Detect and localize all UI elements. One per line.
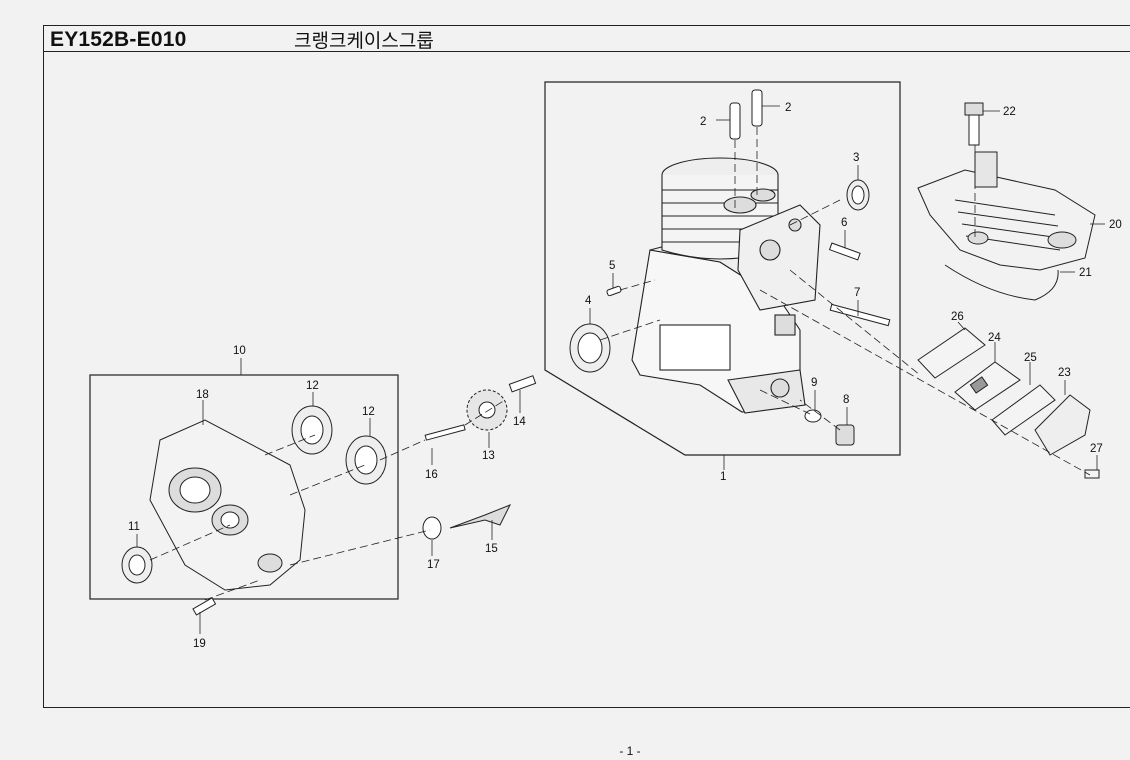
leader-lines [136,105,1105,634]
washer-17 [422,516,442,540]
callout-15: 15 [485,543,498,555]
reed-valve-24 [954,361,1021,411]
dowel-pin-left [729,102,741,140]
stud-7 [829,303,891,327]
group-code: EY152B-E010 [50,28,187,51]
washer-9 [804,409,822,423]
callout-23: 23 [1058,367,1071,379]
callout-7: 7 [854,287,860,299]
drain-plug-8 [835,424,855,446]
callout-21: 21 [1079,267,1092,279]
governor-lever-15 [449,504,512,529]
screw-27 [1084,469,1100,479]
head-cover-assembly [917,102,1096,301]
crankcase-group-box [544,81,901,456]
callout-20: 20 [1109,219,1122,231]
callout-2a: 2 [700,116,706,128]
group-title: 크랭크케이스그룹 [294,30,434,52]
callout-6: 6 [841,217,847,229]
callout-9: 9 [811,377,817,389]
shaft-14 [508,375,537,393]
callout-10: 10 [233,345,246,357]
plate-25 [991,384,1056,436]
callout-4: 4 [585,295,592,307]
assembly-lines [149,127,1091,601]
crankcase-cover [149,419,306,591]
callout-2b: 2 [785,102,791,114]
bolt-19 [192,597,217,616]
callout-11: 11 [128,521,140,533]
diagram-frame: EY152B-E010 크랭크케이스그룹 [43,25,1130,708]
callout-12a: 12 [306,380,319,392]
callout-25: 25 [1024,352,1037,364]
callout-27: 27 [1090,443,1103,455]
callout-13: 13 [482,450,495,462]
callout-22: 22 [1003,106,1016,118]
cover-group-box [89,374,399,600]
page-number: - 1 - [619,744,641,758]
callout-8: 8 [843,394,849,406]
dowel-pin-right [751,89,763,127]
callout-12b: 12 [362,406,375,418]
crankcase-body [631,157,821,414]
stud-6 [828,242,861,261]
pin-5 [606,285,622,297]
callout-1: 1 [720,471,726,483]
callout-16: 16 [425,469,438,481]
callout-14: 14 [513,416,526,428]
callout-3: 3 [853,152,859,164]
callout-18: 18 [196,389,209,401]
shaft-16 [424,424,466,441]
callout-5: 5 [609,260,615,272]
header-divider [44,51,1130,52]
callout-24: 24 [988,332,1001,344]
callout-26: 26 [951,311,964,323]
callout-17: 17 [427,559,440,571]
callout-19: 19 [193,638,206,650]
plate-26 [917,327,986,379]
